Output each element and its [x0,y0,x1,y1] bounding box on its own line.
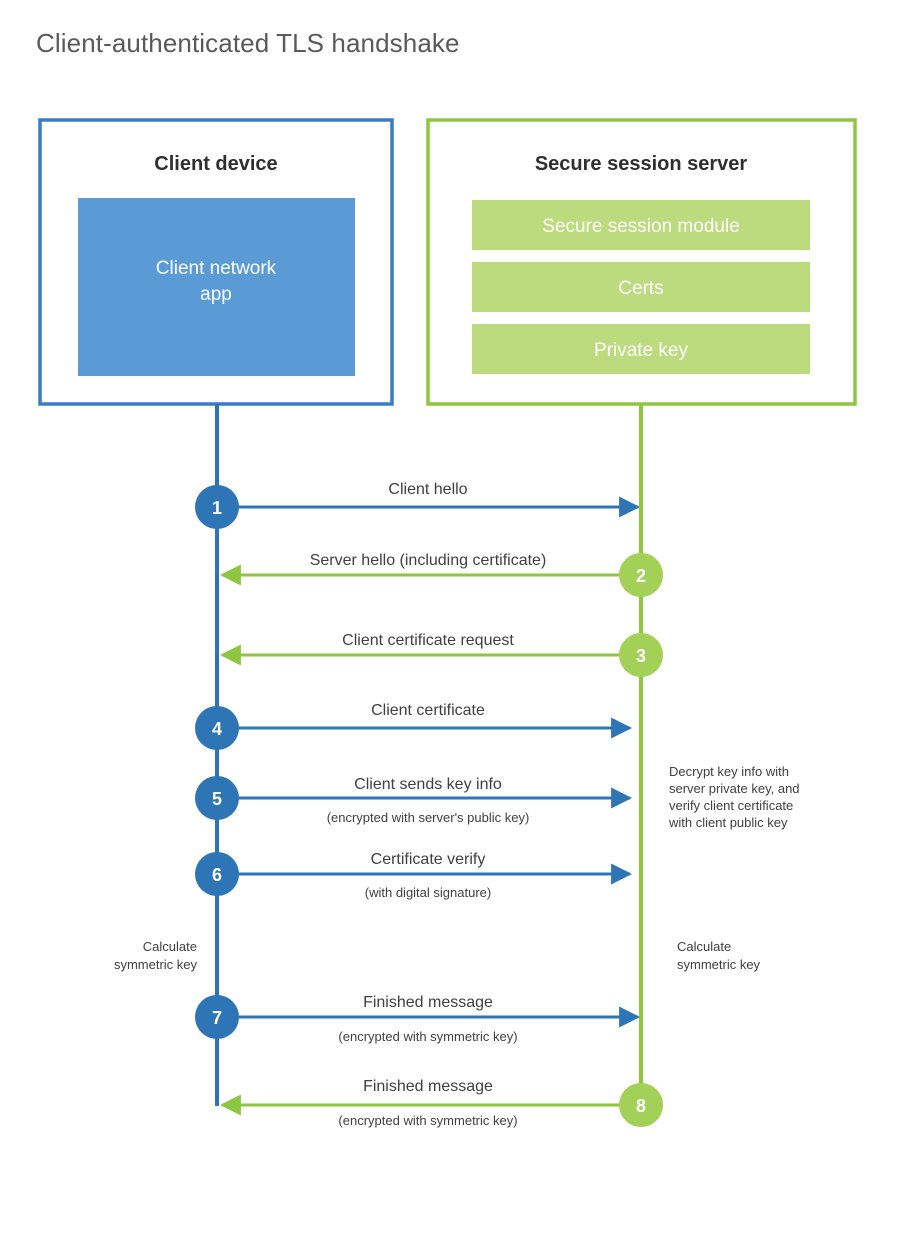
client-network-app-label-line1: Client network [156,258,277,279]
server-decrypt-annotation: Decrypt key info with server private key… [668,764,800,830]
server-decrypt-line-2: verify client certificate [669,798,793,813]
step-1-group: Client hello 1 [195,481,641,529]
step-8-sublabel: (encrypted with symmetric key) [338,1113,517,1128]
server-calculate-line-0: Calculate [677,939,731,954]
page-title: Client-authenticated TLS handshake [36,28,460,58]
step-4-group: Client certificate 4 [195,702,633,750]
server-component-label-0: Secure session module [542,216,740,237]
server-box-title: Secure session server [535,153,748,175]
step-1-label: Client hello [388,481,467,498]
step-5-group: Client sends key info 5 (encrypted with … [195,776,633,825]
client-network-app-label-line2: app [200,284,232,305]
step-6-label: Certificate verify [371,851,486,868]
secure-session-server-box: Secure session server Secure session mod… [426,118,857,406]
step-5-label: Client sends key info [354,776,502,793]
client-calculate-line-0: Calculate [143,939,197,954]
step-7-group: Finished message 7 (encrypted with symme… [195,994,641,1044]
server-decrypt-line-0: Decrypt key info with [669,764,789,779]
step-1-badge [195,485,239,529]
step-2-label: Server hello (including certificate) [310,552,547,569]
server-decrypt-line-1: server private key, and [669,781,800,796]
step-4-label: Client certificate [371,702,485,719]
server-calculate-line-1: symmetric key [677,957,761,972]
step-5-number: 5 [212,789,222,809]
client-device-box: Client device Client network app [38,118,394,406]
step-4-number: 4 [212,719,222,739]
step-6-badge [195,852,239,896]
step-3-badge [619,633,663,677]
step-5-badge [195,776,239,820]
client-calculate-annotation: Calculate symmetric key [114,939,198,972]
step-2-group: Server hello (including certificate) 2 [219,552,663,597]
server-decrypt-line-3: with client public key [668,815,788,830]
server-component-secure-session-module [472,200,810,250]
step-4-badge [195,706,239,750]
step-6-sublabel: (with digital signature) [365,885,491,900]
server-component-label-1: Certs [618,278,663,299]
client-network-app-block [78,198,355,376]
step-3-number: 3 [636,646,646,666]
step-8-number: 8 [636,1096,646,1116]
step-2-badge [619,553,663,597]
step-6-number: 6 [212,865,222,885]
step-5-sublabel: (encrypted with server's public key) [327,810,530,825]
step-2-number: 2 [636,566,646,586]
step-6-group: Certificate verify 6 (with digital signa… [195,851,633,900]
server-component-private-key [472,324,810,374]
step-3-group: Client certificate request 3 [219,632,663,677]
step-7-label: Finished message [363,994,493,1011]
client-box-title: Client device [154,153,277,175]
step-7-sublabel: (encrypted with symmetric key) [338,1029,517,1044]
step-1-number: 1 [212,498,222,518]
server-calculate-annotation: Calculate symmetric key [677,939,761,972]
step-8-label: Finished message [363,1078,493,1095]
step-3-label: Client certificate request [342,632,514,649]
client-calculate-line-1: symmetric key [114,957,198,972]
step-8-group: Finished message 8 (encrypted with symme… [219,1078,663,1128]
server-component-label-2: Private key [594,340,688,361]
step-8-badge [619,1083,663,1127]
step-7-number: 7 [212,1008,222,1028]
step-7-badge [195,995,239,1039]
server-component-certs [472,262,810,312]
